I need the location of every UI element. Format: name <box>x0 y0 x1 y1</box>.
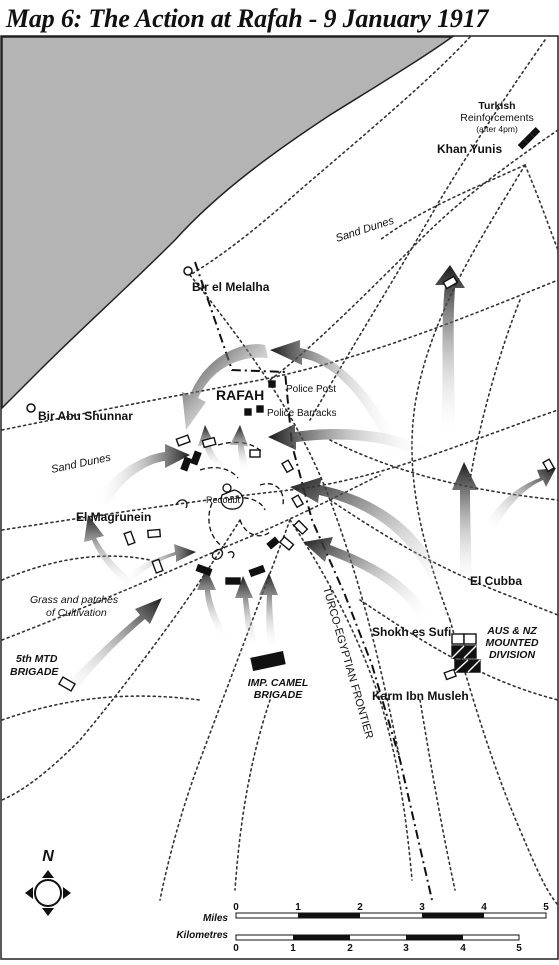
label-anzac-line1: AUS & NZ <box>486 625 537 637</box>
unit-markers <box>57 127 556 692</box>
scale-km-label: Kilometres <box>176 930 228 941</box>
scale-miles-label: Miles <box>203 913 228 924</box>
label-turkish-line1: Turkish <box>478 100 515 112</box>
label-sand-dunes-w: Sand Dunes <box>50 452 112 476</box>
anzac-division-marker <box>451 633 481 673</box>
map-border <box>0 35 559 960</box>
label-shokh-es-sufi: Shokh es Sufi <box>372 625 451 639</box>
scale-mile-tick-3: 3 <box>419 902 425 913</box>
label-camel-line2: BRIGADE <box>254 689 303 701</box>
label-redoubt: Redoubt <box>206 495 241 505</box>
scale-km-tick-2: 2 <box>347 943 353 954</box>
label-anzac-line3: DIVISION <box>489 649 536 661</box>
label-el-cubba: El Cubba <box>470 574 522 588</box>
label-police-barracks: Police Barracks <box>267 408 336 419</box>
attack-arrows <box>60 265 556 698</box>
scale-km-tick-0: 0 <box>233 943 239 954</box>
bir-el-melalha-well-icon <box>183 266 193 276</box>
label-khan-yunis: Khan Yunis <box>437 142 502 156</box>
scale-mile-tick-1: 1 <box>295 902 301 913</box>
compass-rose-icon: N <box>25 848 71 916</box>
redoubt-works <box>175 483 244 560</box>
label-bir-abu-shunnar: Bir Abu Shunnar <box>38 409 133 423</box>
sea-area <box>1 36 455 410</box>
scale-mile-tick-5: 5 <box>543 902 549 913</box>
scale-mile-tick-0: 0 <box>233 902 239 913</box>
label-police-post: Police Post <box>286 384 336 395</box>
label-karm-ibn-musleh: Karm Ibn Musleh <box>372 689 469 703</box>
label-bir-el-melalha: Bir el Melalha <box>192 280 270 294</box>
label-el-magrunein: El Magrunein <box>76 510 151 524</box>
scale-km-tick-1: 1 <box>290 943 296 954</box>
scale-km-tick-3: 3 <box>403 943 409 954</box>
label-camel-line1: IMP. CAMEL <box>248 677 308 689</box>
label-mtd-line1: 5th MTD <box>16 653 58 665</box>
label-grass-line2: of Cultivation <box>46 607 107 619</box>
label-grass-line1: Grass and patches <box>30 594 119 606</box>
label-frontier: TURCO-EGYPTIAN FRONTIER <box>320 586 375 741</box>
scale-bar: Miles Kilometres 0 1 2 3 4 5 0 1 2 3 4 5 <box>176 902 549 954</box>
frontier-line <box>194 261 433 901</box>
label-sand-dunes-ne: Sand Dunes <box>334 215 396 245</box>
tracks <box>1 36 559 906</box>
label-anzac-line2: MOUNTED <box>485 637 538 649</box>
label-rafah: RAFAH <box>216 387 264 403</box>
label-turkish-line3: (after 4pm) <box>476 124 518 134</box>
label-turkish-line2: Reinforcements <box>460 112 534 124</box>
compass-north-label: N <box>42 848 54 865</box>
map-title: Map 6: The Action at Rafah - 9 January 1… <box>6 4 489 33</box>
scale-mile-tick-2: 2 <box>357 902 363 913</box>
label-mtd-line2: BRIGADE <box>10 666 59 678</box>
scale-mile-tick-4: 4 <box>481 902 487 913</box>
scale-km-tick-4: 4 <box>460 943 466 954</box>
bir-abu-shunnar-well-icon <box>26 403 36 413</box>
scale-km-tick-5: 5 <box>516 943 522 954</box>
